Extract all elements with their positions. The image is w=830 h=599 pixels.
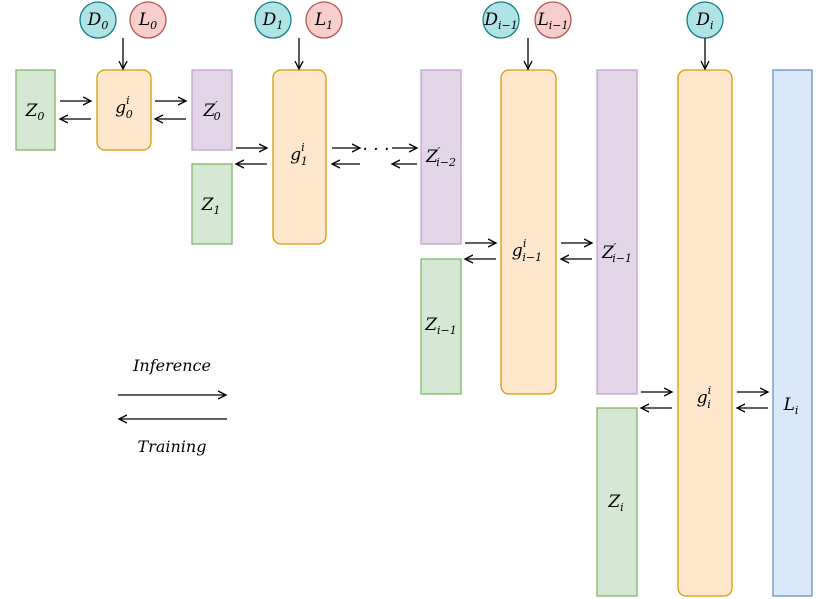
label-l1: L1 <box>314 10 333 32</box>
block-zim2-prime <box>420 69 462 245</box>
label-z0-prime: Z′0 <box>202 99 220 123</box>
legend-inference-label: Inference <box>132 356 211 375</box>
label-d0: D0 <box>87 10 109 32</box>
label-z0: Z0 <box>25 101 45 123</box>
block-gi <box>677 69 733 597</box>
label-zim1-prime: Z′i−1 <box>601 241 632 265</box>
circle-dim1 <box>482 1 520 39</box>
circle-l1 <box>305 1 343 39</box>
label-zi: Zi <box>607 492 623 514</box>
label-d1: D1 <box>262 10 284 32</box>
label-l0: L0 <box>138 10 157 32</box>
label-zim1: Zi−1 <box>424 315 457 337</box>
circle-lim1 <box>534 1 572 39</box>
label-zim2-prime: Z′i−2 <box>425 145 456 169</box>
block-zi <box>596 407 638 597</box>
circle-d0 <box>79 1 117 39</box>
block-z1 <box>191 163 233 245</box>
block-z0-prime <box>191 69 233 151</box>
circle-l0 <box>129 1 167 39</box>
block-z0 <box>15 69 56 151</box>
block-zim1 <box>420 258 462 395</box>
block-li <box>772 69 813 597</box>
label-lim1: Li−1 <box>536 10 568 32</box>
label-ellipsis: · · · <box>362 140 389 160</box>
label-li: Li <box>783 395 799 417</box>
label-di: Di <box>695 10 713 32</box>
block-gim1 <box>500 69 557 395</box>
legend-training-label: Training <box>138 437 207 456</box>
label-dim1: Di−1 <box>483 10 517 32</box>
block-zim1-prime <box>596 69 638 395</box>
circle-d1 <box>254 1 292 39</box>
label-z1: Z1 <box>201 195 221 217</box>
